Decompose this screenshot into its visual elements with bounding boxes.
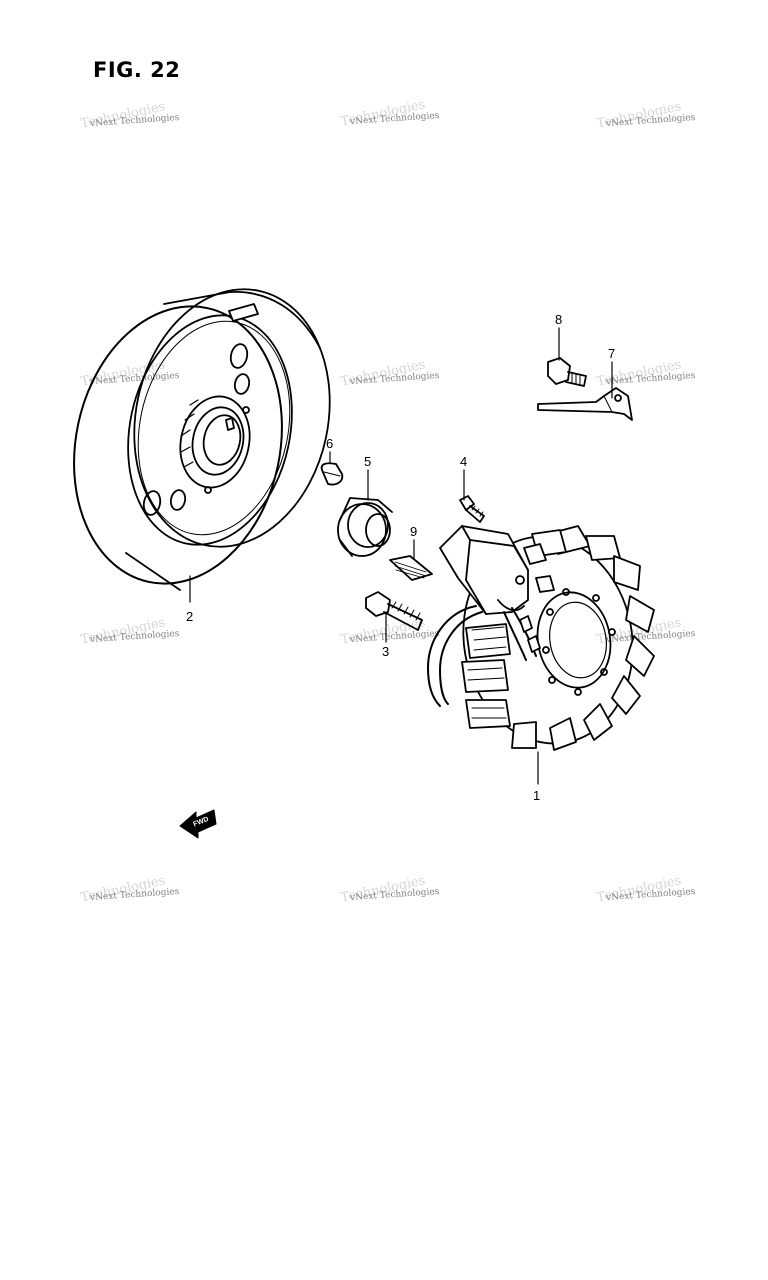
leader-lines [189, 327, 613, 785]
rotor-nut [337, 497, 393, 557]
fwd-direction-arrow [179, 809, 217, 839]
rotor-bolt [365, 591, 423, 631]
shim-pad [389, 555, 433, 581]
woodruff-key [320, 462, 344, 486]
callout-1: 1 [533, 788, 540, 803]
callout-3: 3 [382, 644, 389, 659]
callout-8: 8 [555, 312, 562, 327]
figure-title: FIG. 22 [93, 58, 181, 82]
callout-2: 2 [186, 609, 193, 624]
callout-5: 5 [364, 454, 371, 469]
lead-wire-clamp [537, 387, 633, 421]
callout-4: 4 [460, 454, 467, 469]
callout-7: 7 [608, 346, 615, 361]
stator-assembly [427, 525, 655, 751]
callout-9: 9 [410, 524, 417, 539]
clamp-bolt [547, 357, 587, 387]
rotor-flywheel [73, 288, 331, 591]
callout-6: 6 [326, 436, 333, 451]
